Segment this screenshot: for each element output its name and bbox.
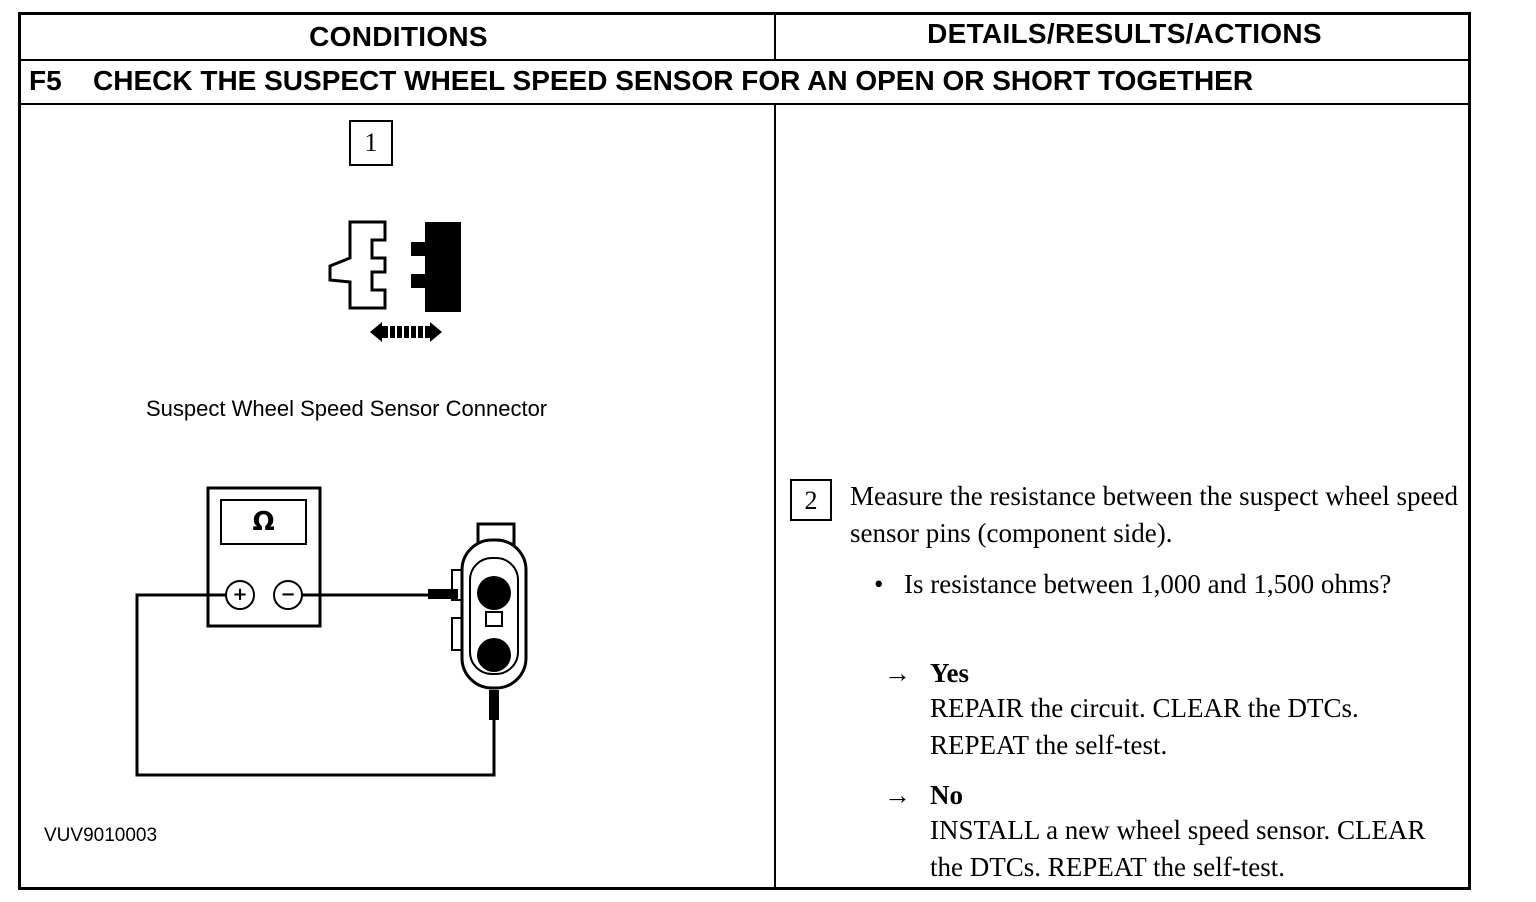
upper-probe [428,589,458,599]
step-title-row: F5 CHECK THE SUSPECT WHEEL SPEED SENSOR F… [21,59,1468,105]
step-code: F5 [29,65,62,96]
ohmmeter-display [220,499,307,545]
header-column-divider [774,15,776,59]
no-action: INSTALL a new wheel speed sensor. CLEAR … [930,815,1426,882]
sensor-pin-2 [477,638,511,672]
plus-lead-wire [135,593,496,777]
step-title: CHECK THE SUSPECT WHEEL SPEED SENSOR FOR… [93,65,1254,96]
connector-caption: Suspect Wheel Speed Sensor Connector [146,396,548,421]
lower-probe [489,690,499,720]
sensor-pin-gap [485,611,503,627]
yes-action: REPAIR the circuit. CLEAR the DTCs. REPE… [930,693,1359,760]
conditions-column-header: CONDITIONS [309,21,488,52]
procedure-table: CONDITIONS DETAILS/RESULTS/ACTIONS F5 CHE… [18,12,1471,890]
table-header-row: CONDITIONS DETAILS/RESULTS/ACTIONS [21,15,1468,61]
step-2-number-box: 2 [790,479,832,521]
step-1-number-box: 1 [349,120,393,166]
no-label: No [930,780,963,810]
details-column-header: DETAILS/RESULTS/ACTIONS [927,18,1322,49]
figure-id: VUV9010003 [44,825,158,846]
sensor-pin-1 [477,576,511,610]
plus-symbol: + [232,584,248,605]
test-question: • Is resistance between 1,000 and 1,500 … [874,566,1394,603]
question-text: Is resistance between 1,000 and 1,500 oh… [904,569,1392,599]
minus-symbol: − [280,584,296,605]
bullet-icon: • [874,569,884,599]
separate-arrow-icon [370,322,442,342]
ohm-symbol: Ω [252,507,275,537]
connector-half-outline [328,220,387,310]
no-arrow-icon: → [884,780,911,810]
yes-arrow-icon: → [884,658,911,688]
step-2-instruction: Measure the resistance between the suspe… [850,481,1459,548]
connector-half-solid [411,222,461,312]
yes-label: Yes [930,658,969,688]
body-column-divider [774,105,776,890]
sensor-side-tabs [451,569,462,651]
